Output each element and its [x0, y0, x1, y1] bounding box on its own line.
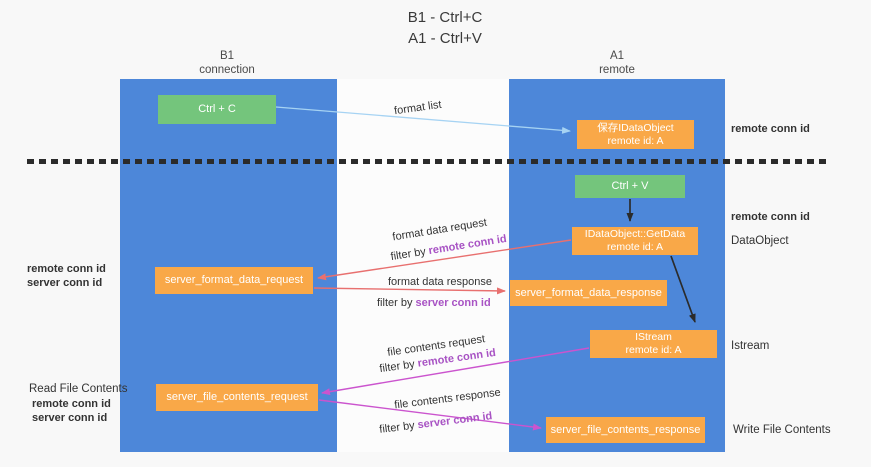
ctrl-v-label: Ctrl + V: [611, 180, 649, 192]
server-format-data-response-box: server_format_data_response: [510, 280, 667, 306]
server-file-contents-response-box: server_file_contents_response: [546, 417, 705, 443]
saved-dataobject-line1: 保存IDataObject: [597, 121, 674, 134]
ctrl-c-label: Ctrl + C: [198, 103, 236, 115]
format-list-arrow: [275, 106, 571, 134]
write-file-contents-annotation: Write File Contents: [733, 424, 831, 436]
getdata-to-istream-arrow: [670, 255, 696, 323]
remote-conn-id-annotation-mid-right: remote conn id: [731, 211, 810, 223]
istream-annotation: Istream: [731, 340, 770, 352]
lifeline-b1-role: connection: [199, 64, 255, 76]
idataobject-getdata-box: IDataObject::GetData remote id: A: [572, 227, 698, 255]
lifeline-header-b1: B1 connection: [157, 49, 297, 77]
file-contents-request-arrow: [321, 347, 590, 396]
remote-conn-id-annotation-left-2: remote conn id: [32, 398, 111, 410]
saved-dataobject-box: 保存IDataObject remote id: A: [577, 120, 694, 149]
read-file-contents-annotation: Read File Contents: [29, 383, 128, 395]
phase-separator-dashed-line: [27, 159, 831, 164]
server-format-data-request-box: server_format_data_request: [155, 267, 313, 294]
server-format-data-response-label: server_format_data_response: [515, 286, 662, 299]
lifeline-header-a1: A1 remote: [547, 49, 687, 77]
diagram-title: B1 - Ctrl+C A1 - Ctrl+V: [345, 7, 545, 49]
lifeline-b1-name: B1: [219, 50, 235, 62]
server-file-contents-request-box: server_file_contents_request: [156, 384, 318, 411]
filter-by-text: filter by: [377, 297, 413, 309]
server-file-contents-response-label: server_file_contents_response: [550, 423, 701, 436]
server-file-contents-request-label: server_file_contents_request: [166, 391, 308, 403]
saved-dataobject-line2: remote id: A: [607, 134, 664, 147]
getdata-line1: IDataObject::GetData: [584, 228, 686, 240]
getdata-line2: remote id: A: [606, 241, 664, 253]
remote-conn-id-annotation-left-1: remote conn id: [27, 263, 106, 275]
title-line1: B1 - Ctrl+C: [407, 9, 483, 26]
ctrl-v-box: Ctrl + V: [575, 175, 685, 198]
server-conn-id-annotation-left-1: server conn id: [27, 277, 103, 289]
istream-line1: IStream: [635, 331, 672, 343]
lifeline-gap: [337, 79, 509, 452]
istream-line2: remote id: A: [625, 344, 682, 356]
lifeline-a1-role: remote: [599, 64, 635, 76]
remote-conn-id-annotation-top-right: remote conn id: [731, 123, 810, 135]
format-data-response-arrow: [313, 287, 506, 295]
server-conn-id-annotation-left-2: server conn id: [32, 412, 108, 424]
title-line2: A1 - Ctrl+V: [408, 30, 482, 47]
istream-box: IStream remote id: A: [590, 330, 717, 358]
server-format-data-request-label: server_format_data_request: [164, 274, 304, 286]
file-contents-response-arrow: [318, 399, 542, 431]
format-data-response-label: format data response: [388, 276, 492, 288]
format-data-request-arrow: [317, 239, 572, 281]
ctrl-c-box: Ctrl + C: [158, 95, 276, 124]
lifeline-a1-name: A1: [609, 50, 625, 62]
server-conn-id-text: server conn id: [415, 297, 491, 309]
dataobject-annotation: DataObject: [731, 235, 789, 247]
